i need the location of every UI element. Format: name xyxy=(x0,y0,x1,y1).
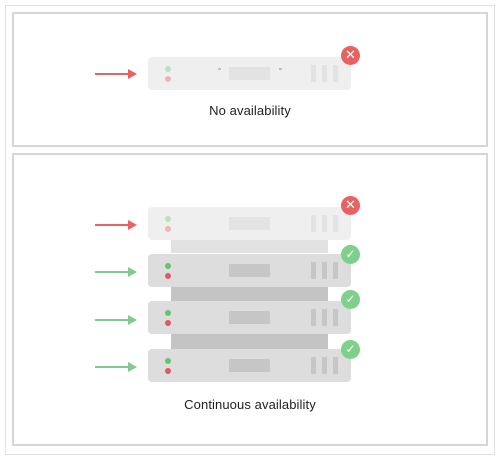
rack-connector xyxy=(171,286,328,301)
server-panel xyxy=(229,67,270,80)
arrow-right-icon xyxy=(95,362,137,372)
server-unit-down xyxy=(148,207,351,240)
caption-continuous-availability: Continuous availability xyxy=(184,397,316,412)
check-icon: ✓ xyxy=(341,340,360,359)
check-icon: ✓ xyxy=(341,290,360,309)
caption-no-availability: No availability xyxy=(209,103,291,118)
server-unit-up xyxy=(148,254,351,287)
arrow-right-icon xyxy=(95,220,137,230)
status-led-red xyxy=(165,76,171,82)
status-led-red xyxy=(165,368,171,374)
server-panel xyxy=(229,311,270,324)
rack-connector xyxy=(171,334,328,349)
rack-connector xyxy=(171,238,328,253)
status-led-red xyxy=(165,273,171,279)
status-led-green xyxy=(165,216,171,222)
server-unit-up xyxy=(148,301,351,334)
status-led-green xyxy=(165,66,171,72)
server-panel xyxy=(229,264,270,277)
status-led-red xyxy=(165,226,171,232)
server-unit-up xyxy=(148,349,351,382)
server-panel xyxy=(229,359,270,372)
close-icon: ✕ xyxy=(341,196,360,215)
server-unit-down xyxy=(148,57,351,90)
arrow-right-icon xyxy=(95,315,137,325)
arrow-right-icon xyxy=(95,69,137,79)
close-icon: ✕ xyxy=(341,46,360,65)
check-icon: ✓ xyxy=(341,245,360,264)
arrow-right-icon xyxy=(95,267,137,277)
status-led-green xyxy=(165,263,171,269)
status-led-green xyxy=(165,310,171,316)
status-led-green xyxy=(165,358,171,364)
status-led-red xyxy=(165,320,171,326)
server-panel xyxy=(229,217,270,230)
